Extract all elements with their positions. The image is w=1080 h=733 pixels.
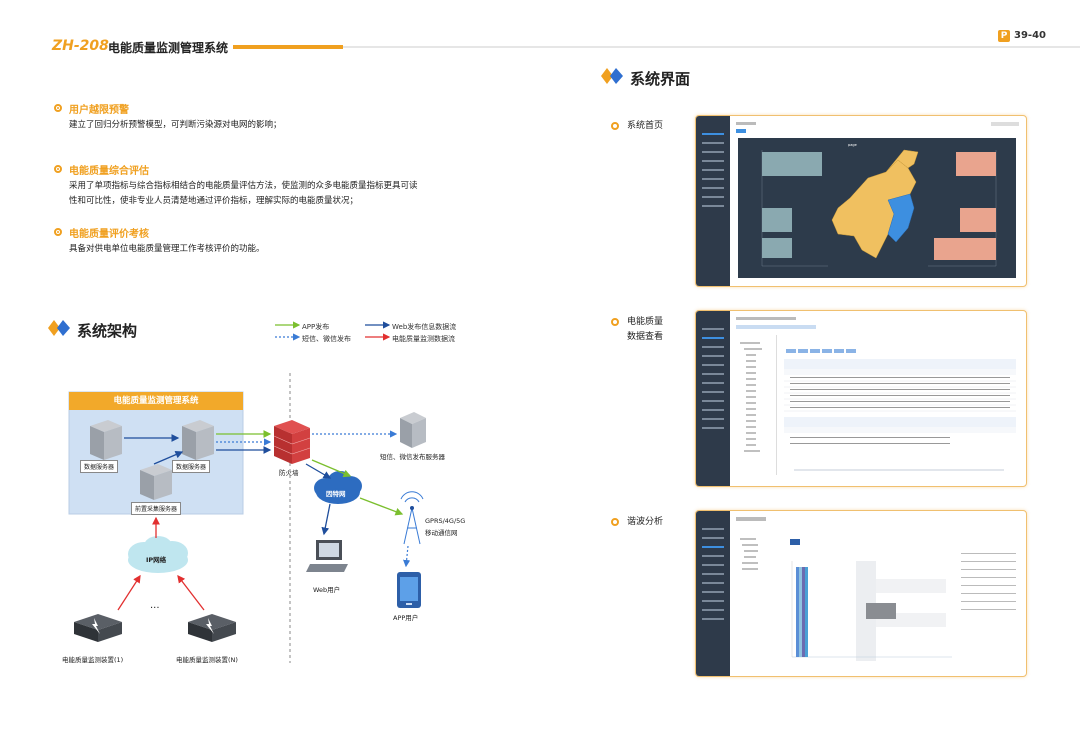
screenshot-home: page <box>695 115 1027 287</box>
svg-text:page: page <box>848 143 857 147</box>
node-app-user: APP用户 <box>393 614 419 622</box>
model-number: ZH-208 <box>52 38 109 54</box>
header-accent-bar <box>233 45 343 49</box>
section-title-interface: 系统界面 <box>630 70 691 88</box>
node-device-n: 电能质量监测装置(N) <box>176 656 238 664</box>
feature-desc: 性和可比性，使非专业人员清楚地通过评价指标，理解实际的电能质量状况； <box>69 196 359 206</box>
screenshot-tree <box>736 335 777 475</box>
screen-label-data-2: 数据查看 <box>627 332 664 342</box>
screen-label-data: 电能质量 <box>627 317 664 327</box>
node-device-1: 电能质量监测装置(1) <box>62 656 124 664</box>
header-title: 电能质量监测管理系统 <box>108 41 229 55</box>
screenshot-data-view <box>695 310 1027 487</box>
section-diamond-icon <box>601 68 623 84</box>
screenshot-sidebar <box>696 511 730 676</box>
node-firewall: 防火墙 <box>279 469 299 477</box>
feature-bullet-icon <box>54 228 62 236</box>
screen-bullet-icon <box>611 518 619 526</box>
architecture-diagram <box>68 373 426 663</box>
page-numbers: 39-40 <box>1014 30 1046 41</box>
screen-bullet-icon <box>611 318 619 326</box>
screen-label-harmonic: 谐波分析 <box>627 517 664 527</box>
node-db-server-1: 数据服务器 <box>80 460 119 473</box>
node-web-user: Web用户 <box>313 586 341 594</box>
section-title-architecture: 系统架构 <box>77 322 138 340</box>
legend-pq: 电能质量监测数据流 <box>392 335 455 343</box>
node-db-server-2: 数据服务器 <box>172 460 211 473</box>
screenshot-table <box>784 339 1016 479</box>
feature-title: 电能质量评价考核 <box>69 229 149 240</box>
feature-desc: 采用了单项指标与综合指标相结合的电能质量评估方法，使监测的众多电能质量指标更具可… <box>69 181 418 191</box>
dashboard-map-chart: page <box>761 143 997 267</box>
node-sms-server: 短信、微信发布服务器 <box>380 453 445 461</box>
feature-title: 电能质量综合评估 <box>69 166 149 177</box>
node-ip-network: IP网络 <box>146 556 167 564</box>
header-divider <box>343 46 1080 48</box>
screenshot-sidebar <box>696 311 730 486</box>
feature-desc: 建立了回归分析预警模型，可判断污染源对电网的影响； <box>69 120 282 130</box>
node-frontend-server: 前置采集服务器 <box>131 502 182 515</box>
legend-web: Web发布信息数据流 <box>392 323 457 331</box>
legend-sms: 短信、微信发布 <box>302 335 351 343</box>
screenshot-dashboard: page <box>738 138 1016 278</box>
screenshot-harmonic <box>695 510 1027 677</box>
harmonic-side-table <box>961 549 1021 639</box>
screen-bullet-icon <box>611 122 619 130</box>
legend-arrows <box>275 321 391 341</box>
system-box-title: 电能质量监测管理系统 <box>113 396 199 406</box>
feature-title: 用户越限预警 <box>69 105 129 116</box>
screenshot-tree <box>736 531 776 591</box>
harmonic-bar-chart <box>786 531 956 671</box>
screenshot-sidebar <box>696 116 730 286</box>
node-mobile-net: GPRS/4G/5G <box>425 517 466 525</box>
node-internet: 因特网 <box>326 490 346 498</box>
feature-desc: 具备对供电单位电能质量管理工作考核评价的功能。 <box>69 244 265 254</box>
section-diamond-icon <box>48 320 70 336</box>
node-mobile-net-2: 移动通信网 <box>425 529 458 537</box>
legend-app: APP发布 <box>302 323 330 331</box>
page-badge: P <box>998 30 1010 42</box>
ellipsis: ··· <box>150 603 160 614</box>
feature-bullet-icon <box>54 165 62 173</box>
feature-bullet-icon <box>54 104 62 112</box>
screen-label-home: 系统首页 <box>627 121 664 131</box>
